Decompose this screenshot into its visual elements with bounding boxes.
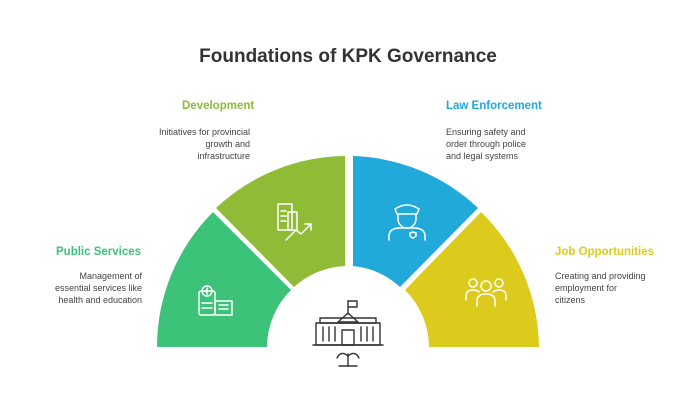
law-enforcement-description: Ensuring safety and order through police… <box>446 126 576 162</box>
people-group-icon <box>465 278 507 307</box>
public-services-desc-line: Management of <box>79 271 142 281</box>
law-enforcement-desc-line: Ensuring safety and <box>446 127 526 137</box>
building-growth-icon <box>277 203 312 241</box>
job-opportunities-description: Creating and providing employment for ci… <box>555 270 685 306</box>
development-description: Initiatives for provincial growth and in… <box>120 126 250 162</box>
job-opportunities-desc-line: employment for <box>555 283 618 293</box>
public-services-segment <box>157 212 291 347</box>
development-desc-line: Initiatives for provincial <box>158 127 250 137</box>
health-education-icon <box>198 285 233 316</box>
page-title: Foundations of KPK Governance <box>199 46 497 67</box>
police-officer-icon <box>388 204 426 241</box>
development-desc-line: infrastructure <box>197 151 250 161</box>
job-opportunities-desc-line: citizens <box>555 295 586 305</box>
law-enforcement-desc-line: and legal systems <box>446 151 519 161</box>
public-services-desc-line: essential services like <box>54 283 142 293</box>
public-services-description: Management of essential services like he… <box>10 270 142 306</box>
job-opportunities-desc-line: Creating and providing <box>555 271 646 281</box>
job-opportunities-title: Job Opportunities <box>555 246 655 258</box>
government-building-icon <box>312 300 384 367</box>
law-enforcement-desc-line: order through police <box>446 139 527 149</box>
public-services-desc-line: health and education <box>58 295 142 305</box>
law-enforcement-title: Law Enforcement <box>446 100 542 112</box>
development-title: Development <box>182 100 255 112</box>
public-services-title: Public Services <box>56 246 142 258</box>
development-desc-line: growth and <box>205 139 250 149</box>
